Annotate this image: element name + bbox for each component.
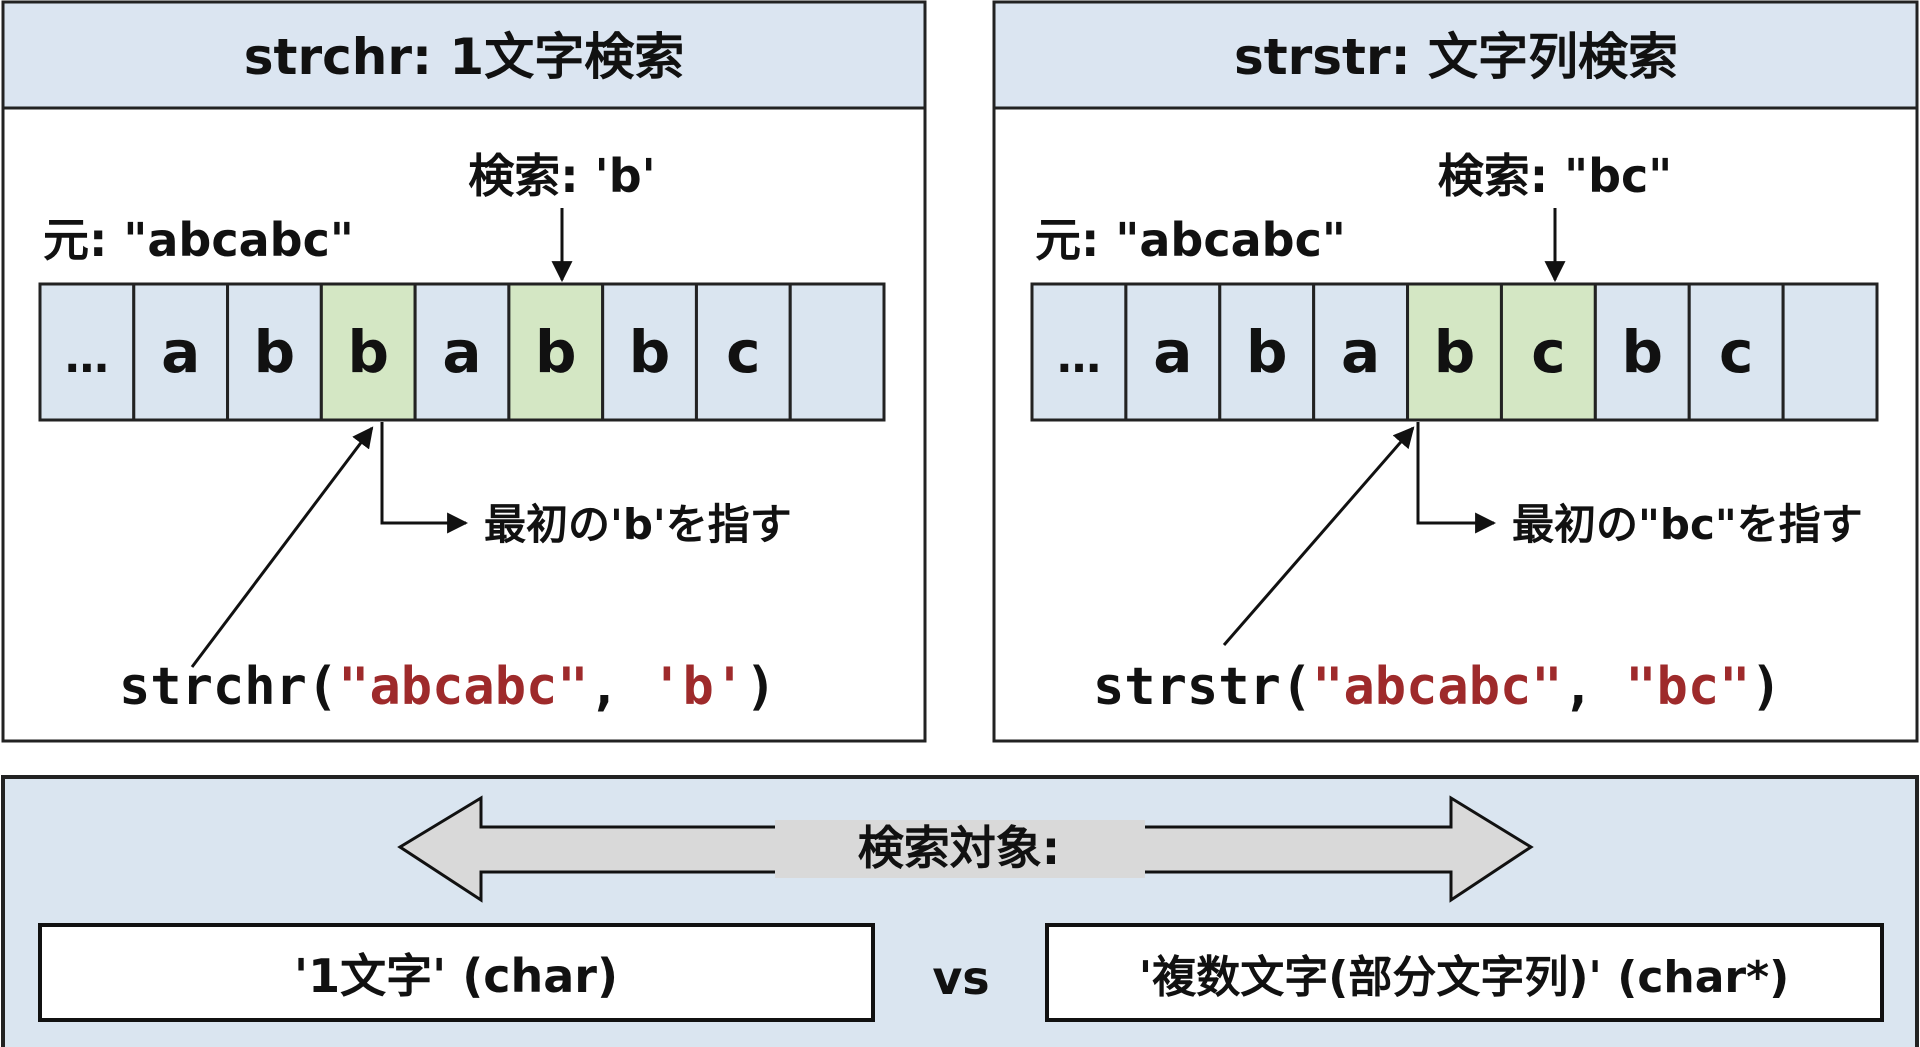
char-cell xyxy=(1030,282,1128,422)
cell-char: c xyxy=(1531,318,1565,386)
substring-box xyxy=(1045,923,1884,1022)
cell-char: b xyxy=(254,318,296,386)
cell-char: b xyxy=(347,318,389,386)
cell-char: b xyxy=(1434,318,1476,386)
search-label: 検索: "bc" xyxy=(1438,149,1673,203)
cell-char: … xyxy=(65,332,109,383)
code-call: strstr("abcabc", "bc") xyxy=(1093,657,1782,717)
char-cell xyxy=(1781,282,1879,422)
char-cell xyxy=(1687,282,1785,422)
source-label: 元: "abcabc" xyxy=(43,213,354,267)
char-cell xyxy=(1593,282,1691,422)
code-call: strchr("abcabc", 'b') xyxy=(119,657,776,717)
char-box xyxy=(38,923,875,1022)
panel-header xyxy=(1,0,927,110)
panel-title: strstr: 文字列検索 xyxy=(1234,28,1678,86)
result-arrow xyxy=(1416,422,1497,534)
cell-char: a xyxy=(161,318,200,386)
cell-char: a xyxy=(442,318,481,386)
cell-char: c xyxy=(1719,318,1753,386)
cell-char: b xyxy=(1246,318,1288,386)
panel-header xyxy=(992,0,1919,110)
vs-label: vs xyxy=(932,951,989,1005)
search-label: 検索: 'b' xyxy=(468,149,656,203)
pointer-label: 最初の"bc"を指す xyxy=(1512,500,1863,549)
pointer-arrow xyxy=(1222,426,1415,646)
cell-char: b xyxy=(1622,318,1664,386)
cell-char: a xyxy=(1153,318,1192,386)
arrow-label: 検索対象: xyxy=(858,821,1060,875)
pointer-arrow xyxy=(190,426,374,668)
cell-char: b xyxy=(535,318,577,386)
pointer-label: 最初の'b'を指す xyxy=(484,500,792,549)
cell-char: b xyxy=(629,318,671,386)
char-cell xyxy=(38,282,136,422)
source-label: 元: "abcabc" xyxy=(1035,213,1346,267)
char-cell xyxy=(1124,282,1222,422)
panel-title: strchr: 1文字検索 xyxy=(244,28,684,86)
char-cell xyxy=(601,282,698,422)
arrow-label-backdrop xyxy=(775,820,1145,878)
char-cell xyxy=(694,282,792,422)
result-arrow xyxy=(380,422,469,534)
cell-char: a xyxy=(1341,318,1380,386)
cell-char: c xyxy=(726,318,760,386)
char-box-label: '1文字' (char) xyxy=(294,949,618,1003)
substring-box-label: '複数文字(部分文字列)' (char*) xyxy=(1139,952,1790,1003)
comparison-panel: 検索対象: '1文字' (char) vs '複数文字(部分文字列)' (cha… xyxy=(1,775,1919,1047)
cell-char: … xyxy=(1057,332,1101,383)
match-cell xyxy=(1499,282,1597,422)
char-cell xyxy=(788,282,886,422)
